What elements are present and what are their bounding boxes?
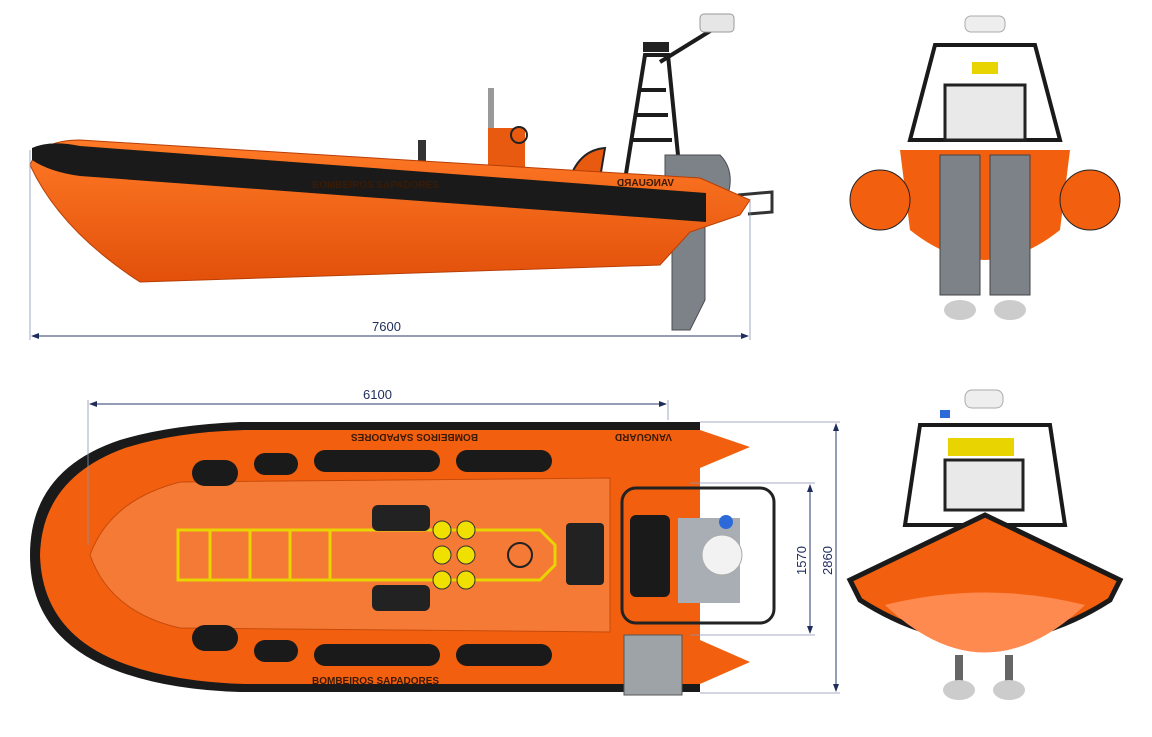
top-hull-name: BOMBEIROS SAPADORES: [312, 676, 439, 687]
side-hull-brand: VANGUARD: [617, 178, 674, 189]
steering-wheel: [510, 126, 528, 144]
tube-stripe: [32, 143, 706, 222]
platform: [623, 634, 683, 696]
stretcher: [176, 528, 557, 582]
deck: [89, 477, 611, 633]
steering-wheel: [507, 542, 533, 568]
top-hull-name-mirrored: BOMBEIROS SAPADORES: [351, 431, 478, 442]
radar-dome: [701, 534, 743, 576]
engine-cover: [630, 515, 670, 597]
stern-view: [849, 15, 1121, 320]
top-hull-brand: VANGUARD: [615, 431, 672, 442]
bow-view: [846, 389, 1124, 700]
overall-length-label: 7600: [372, 319, 401, 334]
overall-beam-label: 2860: [820, 546, 835, 575]
side-hull-name: BOMBEIROS SAPADORES: [312, 180, 439, 191]
jockey-seat: [566, 523, 604, 585]
t-top-frame: [620, 486, 776, 625]
tube-handles: [192, 450, 552, 666]
blue-light: [719, 515, 733, 529]
t-top-tower: [623, 13, 735, 181]
mast: [488, 88, 494, 148]
air-tanks: [432, 520, 476, 590]
inner-beam-label: 1570: [794, 546, 809, 575]
top-view: BOMBEIROS SAPADORES BOMBEIROS SAPADORES …: [30, 387, 840, 696]
side-view: BOMBEIROS SAPADORES VANGUARD 7600: [29, 13, 774, 340]
rail: [418, 140, 426, 170]
bench-seat: [372, 505, 430, 531]
bench-seat: [372, 585, 430, 611]
hull-length-label: 6100: [363, 387, 392, 402]
